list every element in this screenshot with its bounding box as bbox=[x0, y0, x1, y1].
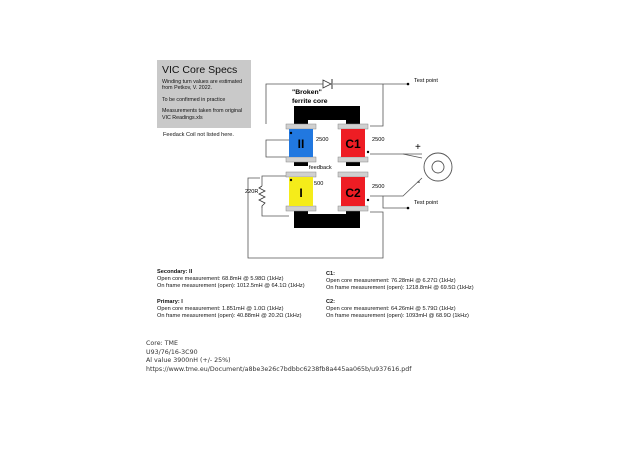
wiring bbox=[247, 83, 423, 259]
core-info-line: Core: TME bbox=[146, 340, 178, 347]
feedback-label: feedback bbox=[309, 165, 332, 171]
core-label: ferrite core bbox=[292, 98, 328, 105]
resistor-label: 220R bbox=[245, 189, 258, 195]
spec-c2: C2: Open core measurement: 64.26mH @ 5.7… bbox=[326, 299, 469, 321]
bobbin-flanges bbox=[285, 123, 369, 212]
polarity-dots bbox=[289, 131, 370, 202]
spec-line: On frame measurement (open): 1093mH @ 68… bbox=[326, 313, 469, 320]
test-point-top-dot bbox=[406, 82, 410, 86]
notes-line: Winding turn values are estimated bbox=[162, 79, 243, 85]
turns-label: 2500 bbox=[372, 137, 384, 143]
coil-label: II bbox=[298, 137, 305, 151]
plus-label: + bbox=[415, 142, 421, 153]
diode-symbol bbox=[322, 79, 333, 89]
coil-label: I bbox=[299, 186, 302, 200]
spec-heading: Primary: I bbox=[157, 299, 183, 305]
core-info-link[interactable]: https://www.tme.eu/Document/a8be3e26c7bd… bbox=[146, 365, 412, 373]
turns-label: 2500 bbox=[372, 184, 384, 190]
spec-heading: C2: bbox=[326, 299, 336, 305]
notes-line: Measurements taken from original bbox=[162, 108, 243, 115]
resistor-symbol bbox=[258, 185, 266, 208]
turns-label: 2500 bbox=[316, 137, 328, 143]
coil-label: C2 bbox=[345, 186, 361, 200]
notes-title: VIC Core Specs bbox=[162, 64, 238, 76]
minus-label: - bbox=[417, 177, 420, 188]
notes-line: from Petkov, V. 2022. bbox=[162, 85, 213, 92]
notes-line: VIC Readings.xls bbox=[162, 114, 203, 121]
feedback-note: Feedack Coil not listed here. bbox=[163, 132, 234, 138]
coil-primary-I bbox=[289, 177, 313, 206]
spec-line: Open core measurement: 1.851mH @ 1.0Ω (1… bbox=[157, 306, 284, 313]
test-point-top-label: Test point bbox=[414, 78, 438, 84]
spec-line: Open core measurement: 64.26mH @ 5.79Ω (… bbox=[326, 306, 456, 313]
spec-line: On frame measurement (open): 1218.8mH @ … bbox=[326, 285, 474, 292]
spec-line: Open core measurement: 76.28mH @ 6.27Ω (… bbox=[326, 278, 456, 285]
core-info-line: U93/76/16-3C90 bbox=[146, 348, 198, 356]
coil-label: C1 bbox=[345, 137, 361, 151]
spec-c1: C1: Open core measurement: 76.28mH @ 6.2… bbox=[326, 271, 474, 293]
turns-label: 500 bbox=[314, 181, 323, 187]
spec-heading: C1: bbox=[326, 271, 336, 277]
coil-secondary-II bbox=[289, 129, 313, 157]
spec-secondary: Secondary: II Open core measurement: 68.… bbox=[157, 269, 305, 291]
notes-box: VIC Core Specs Winding turn values are e… bbox=[157, 60, 251, 128]
notes-line: To be confirmed in practice bbox=[162, 96, 226, 103]
core-info: Core: TME U93/76/16-3C90 Al value 3900nH… bbox=[146, 340, 411, 374]
spec-line: On frame measurement (open): 1012.5mH @ … bbox=[157, 283, 305, 290]
spec-line: Open core measurement: 68.8mH @ 5.98Ω (1… bbox=[157, 276, 284, 283]
coil-c1 bbox=[341, 129, 365, 157]
spec-line: On frame measurement (open): 40.88mH @ 2… bbox=[157, 313, 302, 320]
coil-c2 bbox=[341, 177, 365, 206]
test-point-bottom-label: Test point bbox=[414, 200, 438, 206]
core-info-line: Al value 3900nH (+/- 25%) bbox=[146, 357, 231, 365]
test-point-bottom-dot bbox=[406, 206, 410, 210]
output-terminal bbox=[423, 152, 453, 182]
core-label: "Broken" bbox=[292, 89, 322, 96]
spec-primary: Primary: I Open core measurement: 1.851m… bbox=[157, 299, 301, 321]
spec-heading: Secondary: II bbox=[157, 269, 193, 275]
